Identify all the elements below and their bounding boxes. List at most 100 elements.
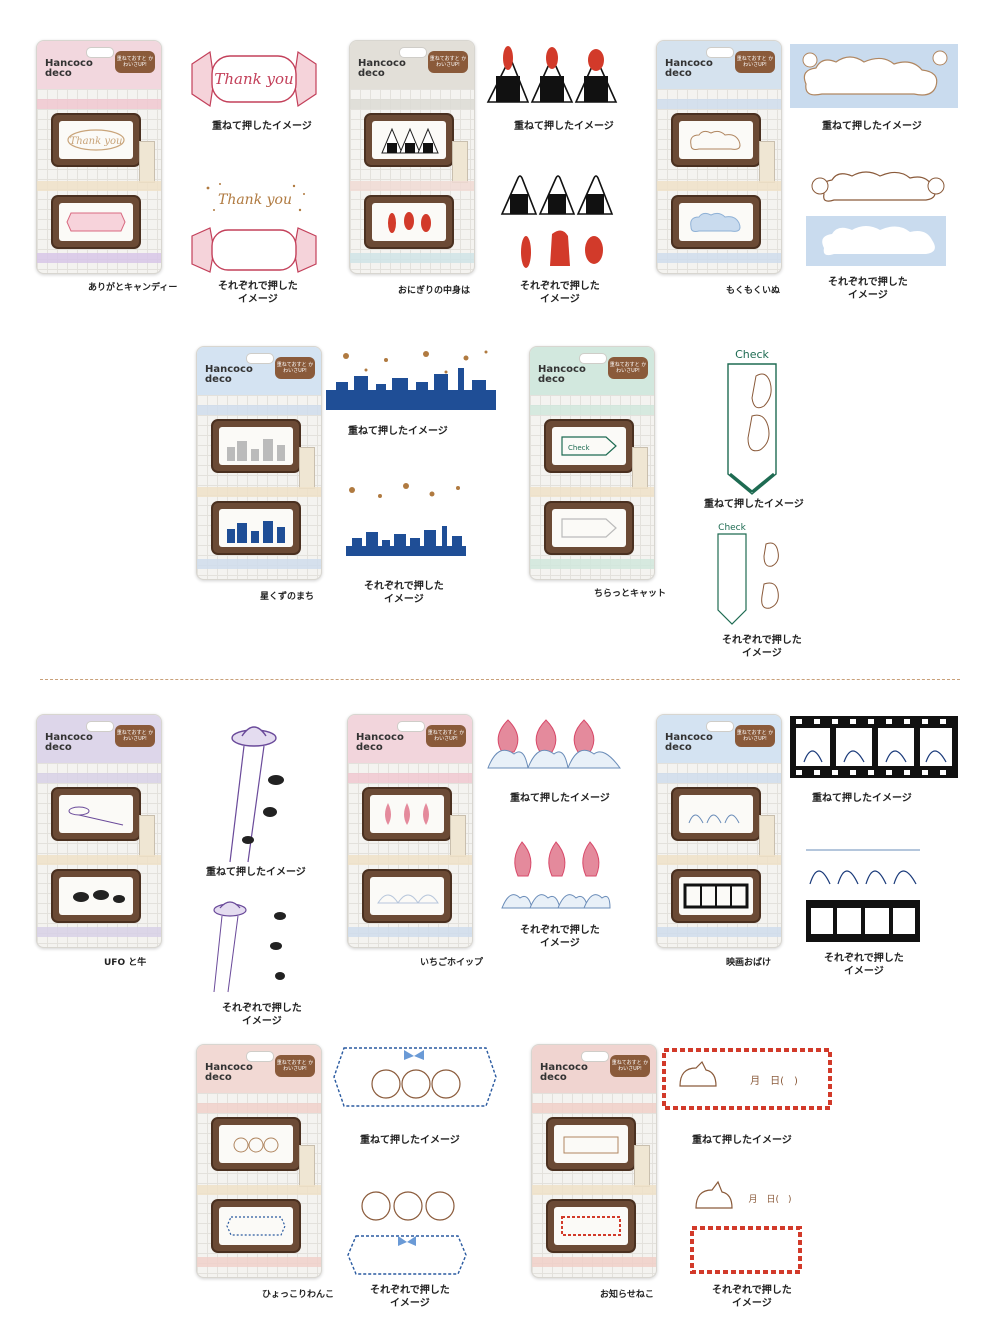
stamp-1 [51, 787, 141, 841]
art-hoshikuzu-city [346, 526, 466, 556]
art-ichigo-overlap [487, 719, 621, 769]
product-label-mokumoku: もくもくいぬ [726, 286, 781, 296]
product-label-arigato: ありがとキャンディー [88, 283, 178, 293]
product-label-onigiri: おにぎりの中身は [398, 286, 471, 296]
art-oshirase-cat: 月 日( ) [695, 1180, 792, 1209]
thank-you-text: Thank you [218, 192, 292, 208]
caption-oshirase-separate: それぞれで押したイメージ [712, 1285, 792, 1309]
caption-onigiri-separate: それぞれで押したイメージ [520, 281, 600, 305]
art-onigiri-fillings [521, 230, 603, 268]
check-text: Check [568, 444, 590, 452]
caption-hyokkori-separate: それぞれで押したイメージ [370, 1285, 450, 1309]
card-bubble: 重ねておすと かわいさUP! [275, 1055, 315, 1077]
art-hyokkori-overlap [333, 1047, 497, 1107]
stamp-2 [364, 195, 454, 249]
card-bubble: 重ねておすと かわいさUP! [426, 725, 466, 747]
stamp-1 [671, 113, 761, 167]
card-bubble: 重ねておすと かわいさUP! [115, 725, 155, 747]
product-label-eiga: 映画おばけ [726, 958, 772, 968]
card-bubble: 重ねておすと かわいさUP! [428, 51, 468, 73]
stamp-2 [51, 869, 141, 923]
art-eiga-film [806, 900, 920, 942]
card-bubble: 重ねておすと かわいさUP! [735, 51, 775, 73]
product-label-oshirase: お知らせねこ [600, 1290, 654, 1300]
stamp-1: Thank you [51, 113, 141, 167]
product-label-ichigo: いちごホイップ [420, 958, 484, 968]
card-bubble: 重ねておすと かわいさUP! [610, 1055, 650, 1077]
caption-onigiri-overlap: 重ねて押したイメージ [514, 121, 614, 132]
stamp-1 [362, 787, 452, 841]
card-bubble: 重ねておすと かわいさUP! [115, 51, 155, 73]
art-mokumoku-cloud [806, 216, 946, 266]
caption-chiratto-overlap: 重ねて押したイメージ [704, 499, 804, 510]
stamp-2 [51, 195, 141, 249]
art-chiratto-separate: Check [717, 523, 779, 625]
stamp-1 [211, 1117, 301, 1171]
card-bubble: 重ねておすと かわいさUP! [275, 357, 315, 379]
stamp-1 [546, 1117, 636, 1171]
art-hyokkori-dogs [361, 1191, 455, 1221]
caption-ufo-separate: それぞれで押したイメージ [222, 1003, 302, 1027]
stamp-1: Check [544, 419, 634, 473]
caption-hoshikuzu-overlap: 重ねて押したイメージ [348, 426, 448, 437]
caption-hoshikuzu-separate: それぞれで押したイメージ [364, 581, 444, 605]
caption-hyokkori-overlap: 重ねて押したイメージ [360, 1135, 460, 1146]
caption-oshirase-overlap: 重ねて押したイメージ [692, 1135, 792, 1146]
art-eiga-ghosts [806, 849, 920, 885]
thank-you-text: Thank you [214, 70, 293, 88]
art-onigiri-rice [500, 175, 614, 215]
caption-arigato-separate: それぞれで押したイメージ [218, 281, 298, 305]
product-label-ufo: UFO と牛 [104, 958, 147, 968]
date-form-text: 月 日( ) [748, 1194, 791, 1205]
art-arigato-thank: Thank you [206, 183, 305, 212]
stamp-2 [544, 501, 634, 555]
section-divider [40, 679, 960, 680]
art-oshirase-overlap: 月 日( ) [662, 1048, 832, 1110]
stamp-2 [211, 1199, 301, 1253]
product-label-hyokkori: ひょっこりわんこ [262, 1290, 335, 1300]
art-ufo-separate [213, 901, 286, 993]
art-arigato-candy [191, 227, 317, 273]
stamp-2 [211, 501, 301, 555]
stamp-2 [546, 1199, 636, 1253]
art-chiratto-overlap: Check [727, 348, 777, 495]
art-ufo-overlap [229, 726, 284, 863]
caption-mokumoku-overlap: 重ねて押したイメージ [822, 121, 922, 132]
caption-ichigo-overlap: 重ねて押したイメージ [510, 793, 610, 804]
date-form-text: 月 日( ) [750, 1075, 798, 1087]
caption-ichigo-separate: それぞれで押したイメージ [520, 925, 600, 949]
caption-ufo-overlap: 重ねて押したイメージ [206, 867, 306, 878]
art-eiga-overlap [790, 716, 958, 778]
check-text: Check [735, 348, 769, 361]
art-hoshikuzu-overlap [326, 350, 496, 410]
stamp-2 [671, 869, 761, 923]
art-arigato-overlap: Thank you [191, 50, 317, 108]
caption-arigato-overlap: 重ねて押したイメージ [212, 121, 312, 132]
art-ichigo-cream [501, 894, 611, 909]
check-text: Check [718, 523, 746, 533]
card-bubble: 重ねておすと かわいさUP! [608, 357, 648, 379]
caption-mokumoku-separate: それぞれで押したイメージ [828, 277, 908, 301]
art-mokumoku-overlap [790, 44, 958, 108]
